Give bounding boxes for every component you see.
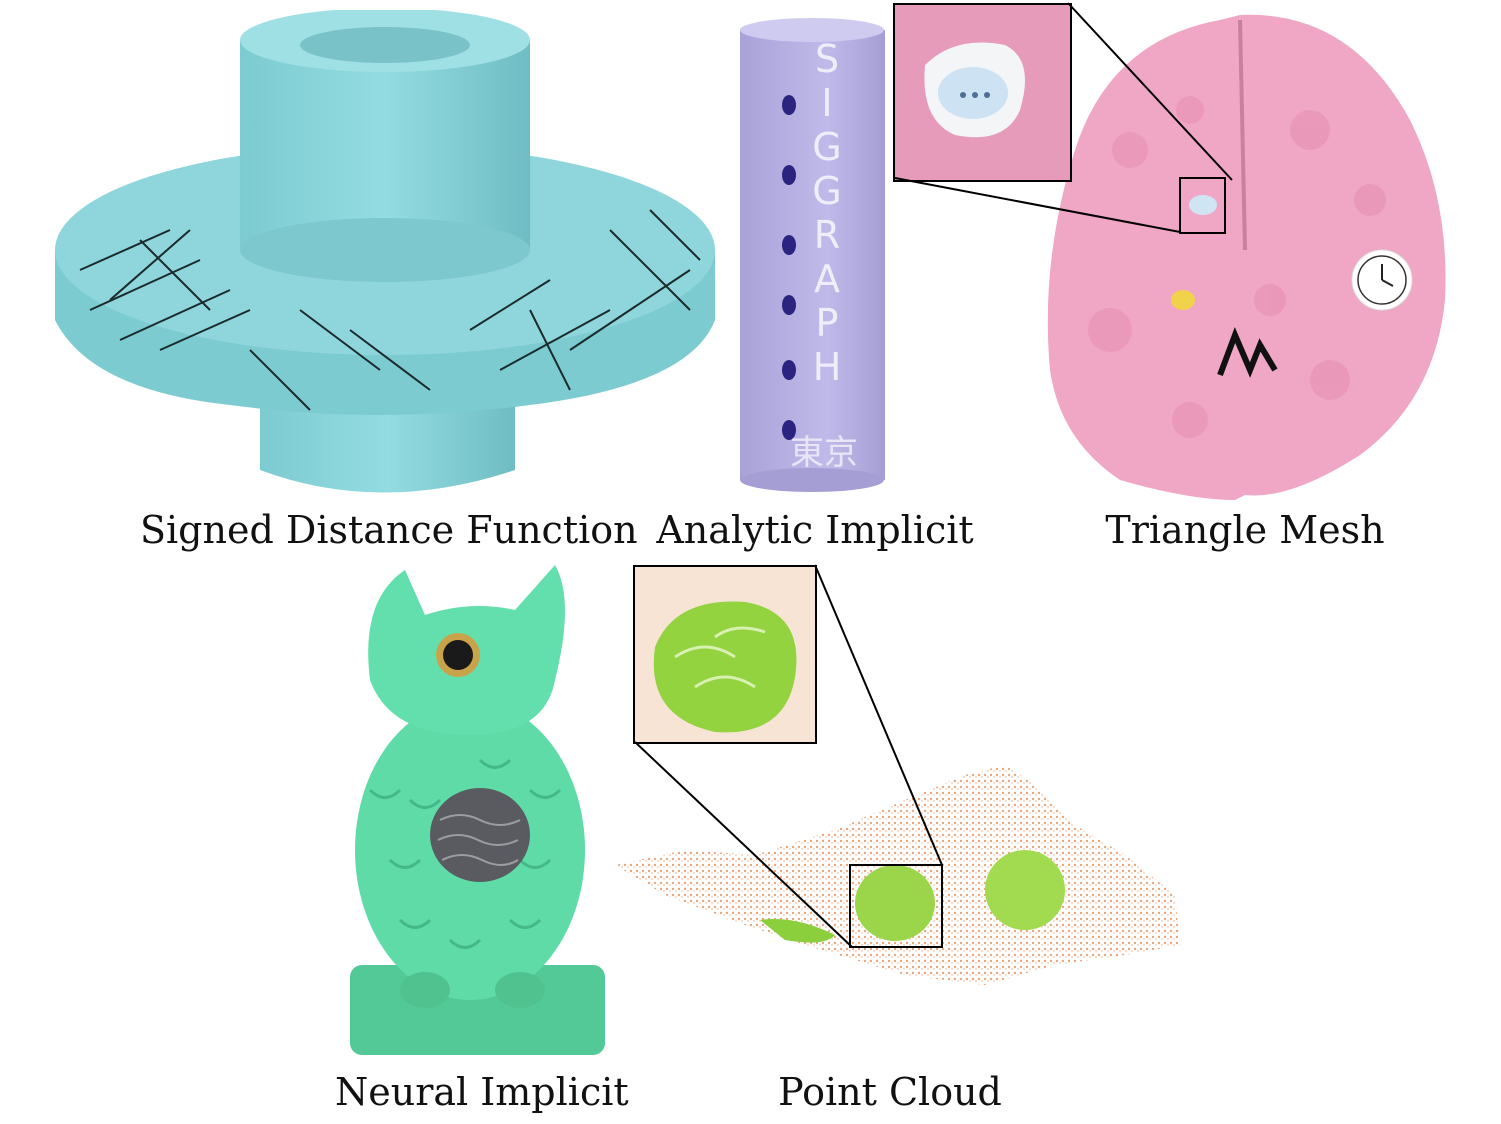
letter: R (813, 213, 841, 257)
analytic-render: S I G G R A P H 東京 (735, 15, 890, 495)
caption-neural: Neural Implicit (335, 1070, 629, 1114)
caption-analytic: Analytic Implicit (656, 508, 974, 552)
letter: G (812, 125, 842, 169)
cylinder-letters: S I G G R A P H (797, 37, 857, 389)
letter: I (821, 81, 833, 125)
letter: S (814, 37, 840, 81)
mesh-zoom-inset (893, 3, 1072, 182)
neural-render (330, 560, 610, 1070)
cylinder-kanji: 東京 (790, 433, 858, 473)
points-zoom-inset (633, 565, 817, 744)
letter: G (812, 169, 842, 213)
letter: A (814, 257, 840, 301)
sdf-render (50, 10, 720, 510)
points-render (605, 755, 1185, 995)
caption-sdf: Signed Distance Function (140, 508, 638, 552)
caption-mesh: Triangle Mesh (1105, 508, 1385, 552)
letter: H (812, 345, 842, 389)
letter: P (815, 301, 839, 345)
caption-points: Point Cloud (778, 1070, 1002, 1114)
